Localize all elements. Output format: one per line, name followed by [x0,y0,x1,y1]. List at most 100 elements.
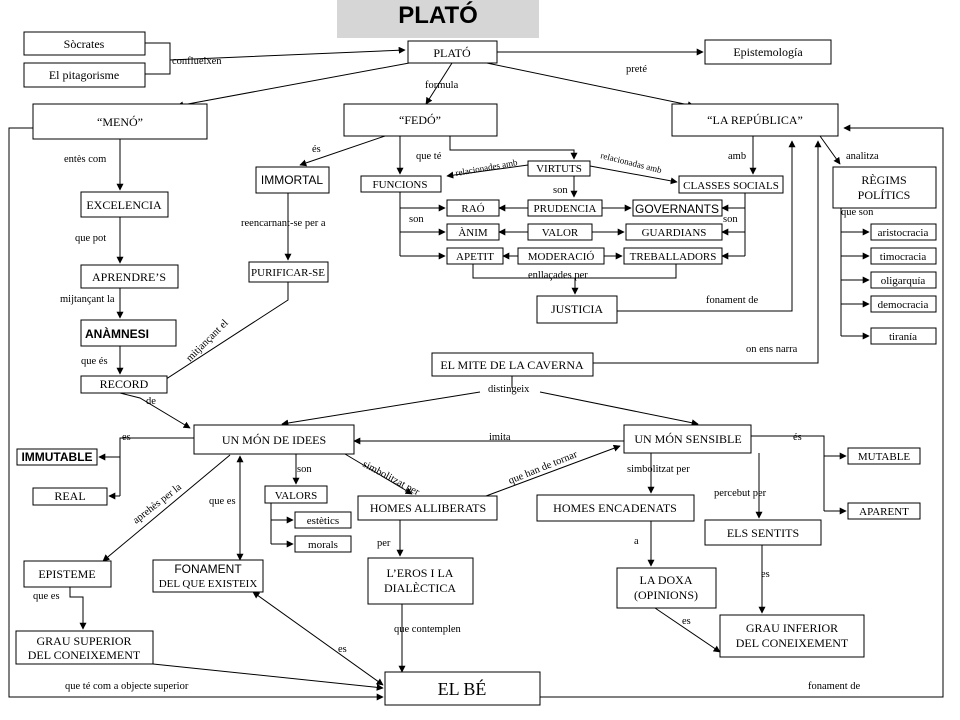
box-immutable [16,448,98,466]
label-es-1: és [312,144,321,155]
box-fedo [343,103,498,137]
node-aprendres: APRENDRE’S [92,270,166,284]
edge-alliberats-sensible [485,444,621,497]
label-aprehes-per-la: aprehès per la [131,482,184,527]
label-son-4: son [297,464,312,475]
edge-idees-alliberats [344,453,413,495]
label-on-ens-narra: on ens narra [746,344,798,355]
box-regims [832,166,937,209]
label-conflueixen: conflueixen [172,56,222,67]
box-els-sentits [704,519,822,546]
edge-pitagorisme-plato [145,46,406,75]
label-formula: formula [425,80,459,91]
box-mon-idees [193,424,355,455]
label-que-es-2: que es [209,496,236,507]
node-grau-inferior-line1: GRAU INFERIOR [746,621,838,635]
title-band [337,0,539,38]
box-democracia [870,295,937,313]
node-justicia: JUSTICIA [551,302,603,316]
node-moderacio: MODERACIÓ [528,251,595,263]
node-el-be: EL BÉ [438,678,487,699]
box-eros [367,557,474,605]
node-epistemologia: Epistemología [733,45,803,59]
box-record [80,375,168,394]
box-tirania [870,327,937,345]
box-rao [446,199,500,217]
box-mutable [847,447,921,465]
edge-republica-regims [819,135,841,165]
edge-plato-republica [481,61,695,109]
node-real: REAL [54,489,85,503]
box-estetics [294,511,352,529]
edge-record-mon-idees [119,392,191,429]
label-entes-com: entès com [64,154,106,165]
box-guardians [625,223,723,241]
node-tirania: tiranía [889,331,917,343]
label-que-es-3: que es [33,591,60,602]
label-que-es-1: que és [81,356,108,367]
label-fonament-de-2: fonament de [808,681,861,692]
box-valors [264,485,328,504]
label-es-5: es [682,616,691,627]
node-timocracia: timocracia [880,251,927,263]
node-prudencia: PRUDENCIA [534,203,597,215]
box-apetit [446,247,504,265]
node-eros-line1: L’EROS I LA [387,566,454,580]
box-aprendres [80,264,179,289]
edge-plato-fedo [425,62,453,105]
label-imita: imita [489,432,511,443]
box-justicia [536,295,618,324]
label-enllacades-per: enllaçades per [528,270,588,281]
edge-socrates-plato [145,42,171,60]
label-mitjancant-el: mitjançant el [184,318,230,364]
label-es-3: és [793,432,802,443]
label-amb: amb [728,151,746,162]
node-estetics: estètics [307,515,339,527]
edge-purificar-record [159,282,289,384]
node-regims-line1: RÈGIMS [861,173,906,187]
box-oligarquia [870,271,937,289]
node-homes-alliberats: HOMES ALLIBERATS [370,501,486,515]
node-fonament-line1: FONAMENT [174,562,242,576]
node-mon-sensible: UN MÓN SENSIBLE [634,432,741,446]
edge-fedo-immortal [299,135,386,167]
label-que-te-com: que té com a objecte superior [65,681,189,692]
node-rao: RAÓ [461,203,484,215]
node-excelencia: EXCELENCIA [86,198,162,212]
edge-fedo-virtuts [449,136,578,160]
box-anim [446,223,500,241]
label-simbolitzat-1: simbolitzat per [361,459,422,498]
label-analitza: analitza [846,151,879,162]
box-immortal [255,166,330,194]
box-el-be [384,671,541,706]
label-son-2: son [409,214,424,225]
node-funcions: FUNCIONS [372,179,427,191]
label-percebut-per: percebut per [714,488,767,499]
edge-virtuts-funcions [446,164,529,179]
node-record: RECORD [100,377,149,391]
box-grau-superior [15,630,154,665]
label-es-2: es [122,432,131,443]
box-epistemologia [704,39,832,65]
node-els-sentits: ELS SENTITS [727,526,799,540]
edge-idees-bracket [119,437,194,496]
box-purificar [248,261,329,283]
edge-sensible-bracket [751,435,825,511]
edge-caverna-republica [593,140,822,364]
node-democracia: democracia [878,299,929,311]
box-treballadors [623,247,723,265]
edge-idees-episteme [102,454,231,562]
box-funcions [360,175,442,193]
node-immortal: IMMORTAL [261,173,324,187]
edge-justicia-republica [617,140,796,312]
label-que-te: que té [416,151,442,162]
node-episteme: EPISTEME [38,567,95,581]
node-valors: VALORS [275,490,318,502]
box-grau-inferior [719,614,865,658]
node-immutable: IMMUTABLE [21,450,92,464]
label-per: per [377,538,391,549]
node-fedo: “FEDÓ” [399,113,441,127]
box-aparent [847,502,921,520]
box-homes-alliberats [357,495,498,521]
